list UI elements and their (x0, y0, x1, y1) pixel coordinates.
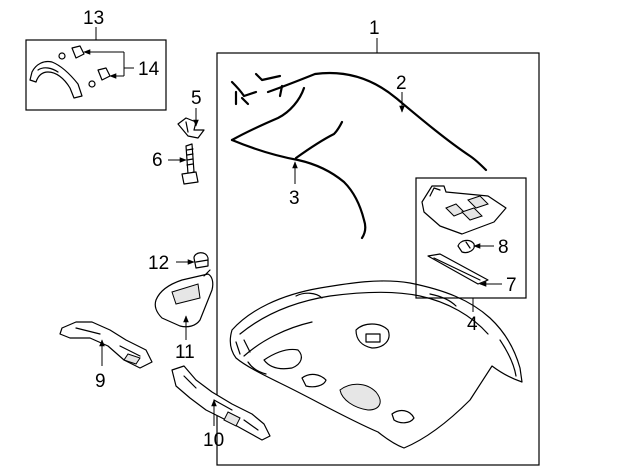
callout-4: 4 (467, 314, 478, 335)
bulb (457, 239, 475, 254)
dome-lamp-lens (427, 253, 489, 285)
rear-garnish-trim (59, 321, 153, 369)
callout-labels: 1 2 3 4 5 6 7 8 9 10 11 12 13 14 (83, 8, 517, 451)
grab-handle (29, 60, 83, 99)
sun-visor (154, 269, 214, 328)
bracket (177, 117, 205, 139)
side-garnish-trim (171, 365, 271, 441)
callout-12: 12 (148, 253, 169, 274)
callout-7: 7 (506, 275, 517, 296)
grab-handle-group-frame (25, 27, 167, 111)
callout-10: 10 (203, 430, 224, 451)
dome-lamp-group-frame (415, 177, 527, 312)
callout-8: 8 (498, 237, 509, 258)
callout-9: 9 (95, 371, 106, 392)
bolt (181, 143, 199, 185)
callout-2: 2 (396, 73, 407, 94)
headliner-panel (229, 280, 523, 449)
headliner-group-frame (216, 38, 540, 466)
callout-14: 14 (138, 59, 160, 80)
callout-1: 1 (369, 18, 380, 39)
callout-6: 6 (152, 150, 163, 171)
dome-lamp-housing (421, 185, 507, 235)
clip (193, 252, 209, 269)
leader-lines (83, 49, 502, 426)
callout-5: 5 (191, 88, 202, 109)
upper-wiring-harness (230, 71, 488, 240)
callout-13: 13 (83, 8, 104, 29)
callout-11: 11 (175, 342, 195, 363)
callout-3: 3 (289, 188, 300, 209)
